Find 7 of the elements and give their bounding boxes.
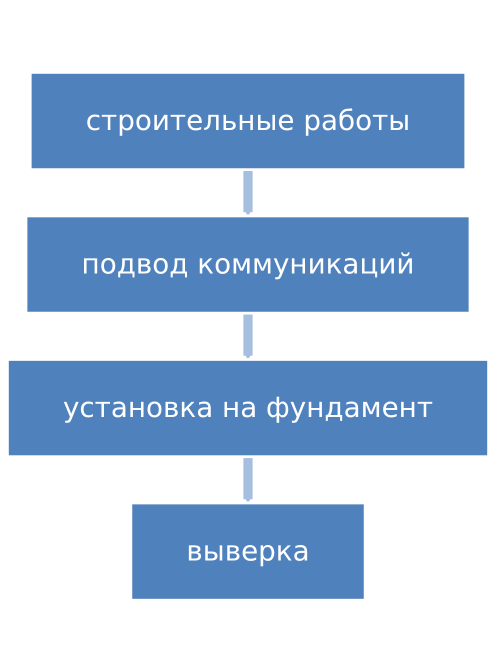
node-box: установка на фундамент	[6, 358, 490, 458]
arrow	[243, 456, 253, 504]
node-box: выверка	[129, 501, 367, 602]
node-box: подвод коммуникаций	[24, 214, 472, 314]
arrow	[243, 168, 253, 216]
node-box: строительные работы	[28, 70, 468, 171]
arrow	[243, 312, 253, 360]
